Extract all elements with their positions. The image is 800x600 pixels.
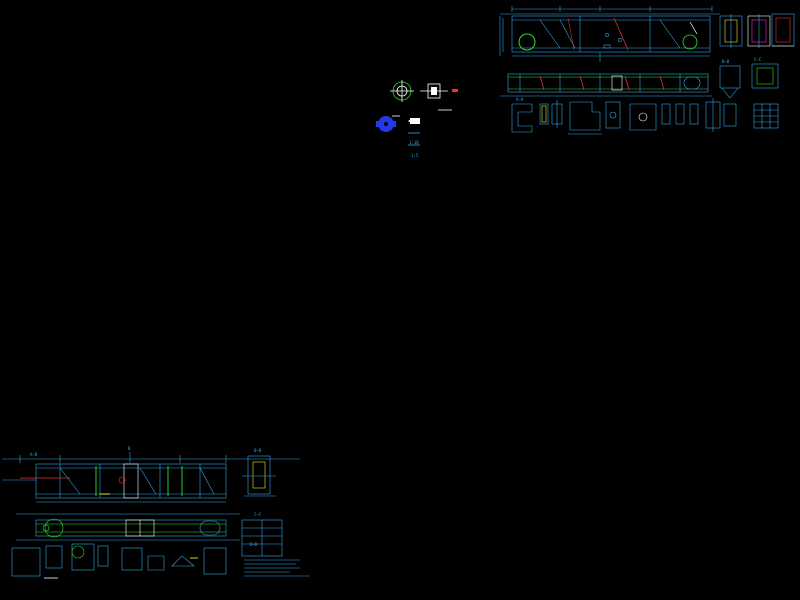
cross-section-view-2 [747,14,771,48]
center-pin-markers [603,33,622,49]
red-tag [452,89,458,92]
symbol-legend-lines [408,132,420,146]
red-weld-line-top [613,17,629,51]
detail-view-c [551,100,563,128]
bottom-drawing-sheet[interactable]: A—B B B—B C—C D—D [2,446,310,579]
diagonal-braces-bottom [59,467,215,495]
trunnion-circle-left [518,33,536,51]
pin-hole-bottom [118,476,126,484]
detail-view-g [661,103,699,125]
detail-view-h [705,98,721,132]
valve-side-symbol [420,83,448,99]
green-stiffeners-bottom [95,466,183,496]
svg-text:C—C: C—C [754,57,762,62]
bottom-dimension-chain [2,452,300,481]
svg-text:B—B: B—B [722,59,730,64]
detail-view-b [539,103,549,125]
top-drawing-sheet[interactable]: A—A B—B C—C [499,6,795,135]
detail-view-a [511,103,533,133]
section-view-bottom-right [242,455,276,497]
detail-view-i [719,65,741,127]
beam-elevation-top [499,15,711,62]
beam-plan-view-bottom [16,513,240,541]
beam-plan-view-top [500,73,712,97]
blue-gear-symbol [376,115,400,132]
svg-text:D—D: D—D [250,542,258,547]
cross-section-view-1 [719,14,743,48]
center-symbol-cluster[interactable]: 1:10 1:5 [376,80,458,158]
svg-text:B—B: B—B [254,448,262,453]
white-leader-top [689,21,698,35]
svg-text:C—C: C—C [254,512,262,517]
red-weld-line-top-2 [567,17,575,51]
section-labels-bottom: A—B B B—B C—C D—D [30,446,262,547]
notes-block-bottom [244,559,310,577]
symbol-label-2: 1:5 [411,153,419,158]
svg-text:A—A: A—A [516,97,524,102]
flange-symbol [390,80,414,102]
detail-view-f [629,103,657,131]
speaker-symbol [408,118,420,124]
green-circles-bottom [42,524,85,559]
cross-section-view-3 [771,13,795,47]
detail-table-bottom [241,519,283,557]
svg-text:B: B [128,446,131,451]
svg-text:A—B: A—B [30,452,38,457]
section-labels-top: A—A B—B C—C [516,57,762,102]
detail-view-j [751,63,779,129]
detail-view-d [568,101,602,135]
detail-row-bottom [11,543,227,577]
symbol-label-1: 1:10 [409,140,419,145]
beam-elevation-bottom [35,463,227,503]
top-dimension-chain [500,6,720,15]
detail-view-e [605,101,621,129]
red-rib-markers-plan [539,75,665,91]
trunnion-circle-right [682,34,698,50]
